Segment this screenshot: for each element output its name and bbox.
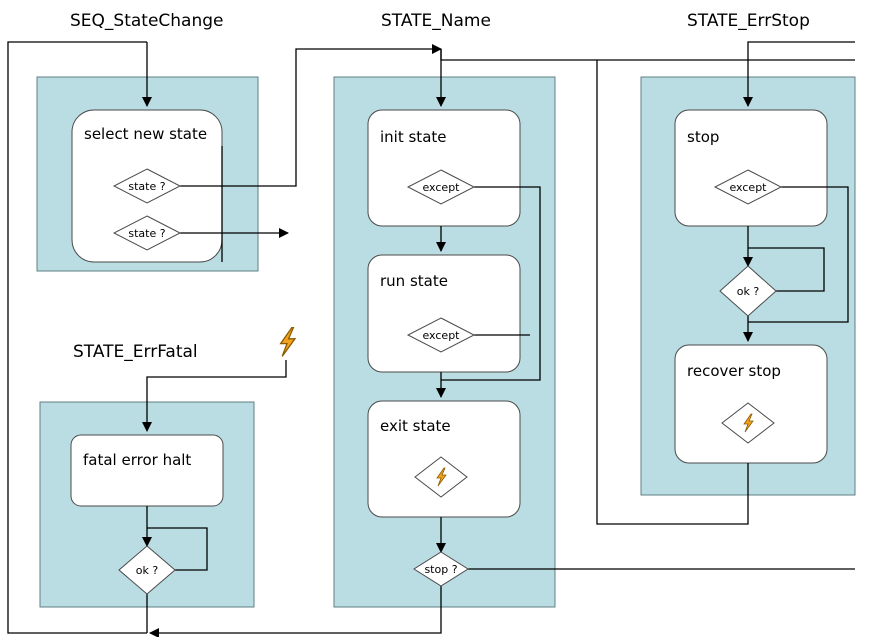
decision-stop-q [413,551,469,587]
box-init-state [367,109,521,227]
wire-ok-loop [748,247,825,292]
box-stop [674,109,828,227]
wire-outer-loop [7,41,147,634]
decision-except-run [406,317,476,353]
wire-bolt-to-fatal [142,360,287,432]
title-state-errfatal: STATE_ErrFatal [73,342,198,362]
wire-errstop-in [743,41,855,107]
wire-state-q1-to-name [180,44,442,187]
wire-except-init [441,186,541,381]
decision-stop-q-label: stop ? [424,563,457,576]
wire-recover-out [596,60,749,525]
decision-except-init [406,169,476,205]
title-seq-statechange: SEQ_StateChange [70,11,224,31]
decision-except-stop-label: except [729,181,767,194]
box-recover-stop-label: recover stop [687,362,781,380]
decision-except-run-label: except [422,329,460,342]
decision-ok-errfatal-label: ok ? [136,564,159,577]
box-run-state-label: run state [380,272,448,290]
lightning-icon [279,326,296,358]
wire-top-line-right [440,49,855,61]
decision-except-init-label: except [422,181,460,194]
decision-except-stop [713,169,783,205]
box-recover-stop [674,344,828,464]
decision-ok-errstop-label: ok ? [737,285,760,298]
wire-stop-to-bottom [149,585,442,637]
wire-except-stop [748,186,849,323]
wire-fatal-ok-loop [147,527,208,571]
box-stop-label: stop [687,128,719,146]
box-run-state [367,254,521,373]
title-state-name: STATE_Name [381,11,491,31]
decision-state-q1 [112,168,182,204]
decision-state-q2 [112,215,182,251]
decision-state-q2-label: state ? [128,227,165,240]
decision-ok-errfatal [118,545,176,595]
decision-state-q1-label: state ? [128,180,165,193]
box-fatal-error-halt [70,434,224,507]
decision-ok-errstop [719,265,777,317]
box-init-state-label: init state [380,128,447,146]
box-select-new-state-label: select new state [84,125,207,143]
box-exit-state-label: exit state [380,417,451,435]
title-state-errstop: STATE_ErrStop [687,11,810,31]
box-fatal-error-halt-label: fatal error halt [83,451,191,469]
